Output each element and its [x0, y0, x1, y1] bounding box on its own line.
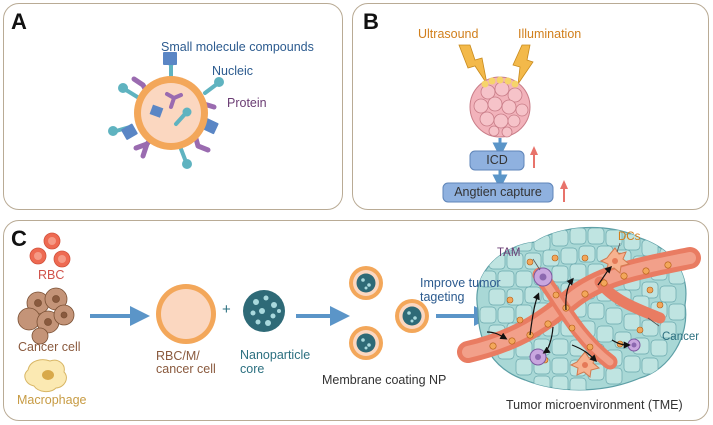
label-ultrasound: Ultrasound [418, 27, 479, 41]
macrophage-cell [24, 359, 67, 393]
label-macrophage: Macrophage [17, 393, 87, 407]
panel-c-letter: C [11, 226, 27, 251]
label-icd: ICD [486, 153, 508, 167]
functionalized-nanoparticle [108, 52, 224, 169]
increase-arrows [530, 146, 568, 202]
antigen-box [442, 182, 554, 203]
label-cancer: Cancer [662, 331, 700, 343]
label-tme: Tumor microenvironment (TME) [506, 398, 683, 412]
label-cancer-cell: Cancer cell [18, 340, 81, 354]
label-small-molecule: Small molecule compounds [161, 40, 314, 54]
nanoparticle-core [243, 290, 285, 332]
label-nanoparticle-line2: core [240, 362, 265, 376]
label-nanoparticle-line1: Nanoparticle [240, 348, 311, 362]
label-rbc-m-line1: RBC/M/ [156, 349, 200, 363]
icd-box [469, 150, 525, 171]
plus-sign: + [222, 301, 231, 318]
membrane-coated-nps [349, 266, 429, 360]
label-improve-line1: Improve tumor [420, 276, 501, 290]
label-dcs: DCs [618, 231, 641, 243]
panel-a-letter: A [11, 9, 27, 34]
tumor-spheroid [469, 76, 531, 138]
cancer-cell-cluster [17, 287, 75, 345]
label-illumination: Illumination [518, 27, 582, 41]
label-nucleic: Nucleic [212, 64, 253, 78]
label-rbc-m-line2: cancer cell [156, 362, 216, 376]
label-membrane-coating-np: Membrane coating NP [322, 373, 447, 387]
tumor-microenvironment [457, 226, 701, 391]
label-protein: Protein [227, 96, 267, 110]
label-tam: TAM [497, 247, 521, 259]
label-antigen-capture: Angtien capture [454, 185, 542, 199]
energy-bolts [458, 44, 534, 85]
label-improve-line2: tageting [420, 290, 465, 304]
panel-b-letter: B [363, 9, 379, 34]
panel-b [352, 3, 709, 210]
label-rbc: RBC [38, 268, 65, 282]
